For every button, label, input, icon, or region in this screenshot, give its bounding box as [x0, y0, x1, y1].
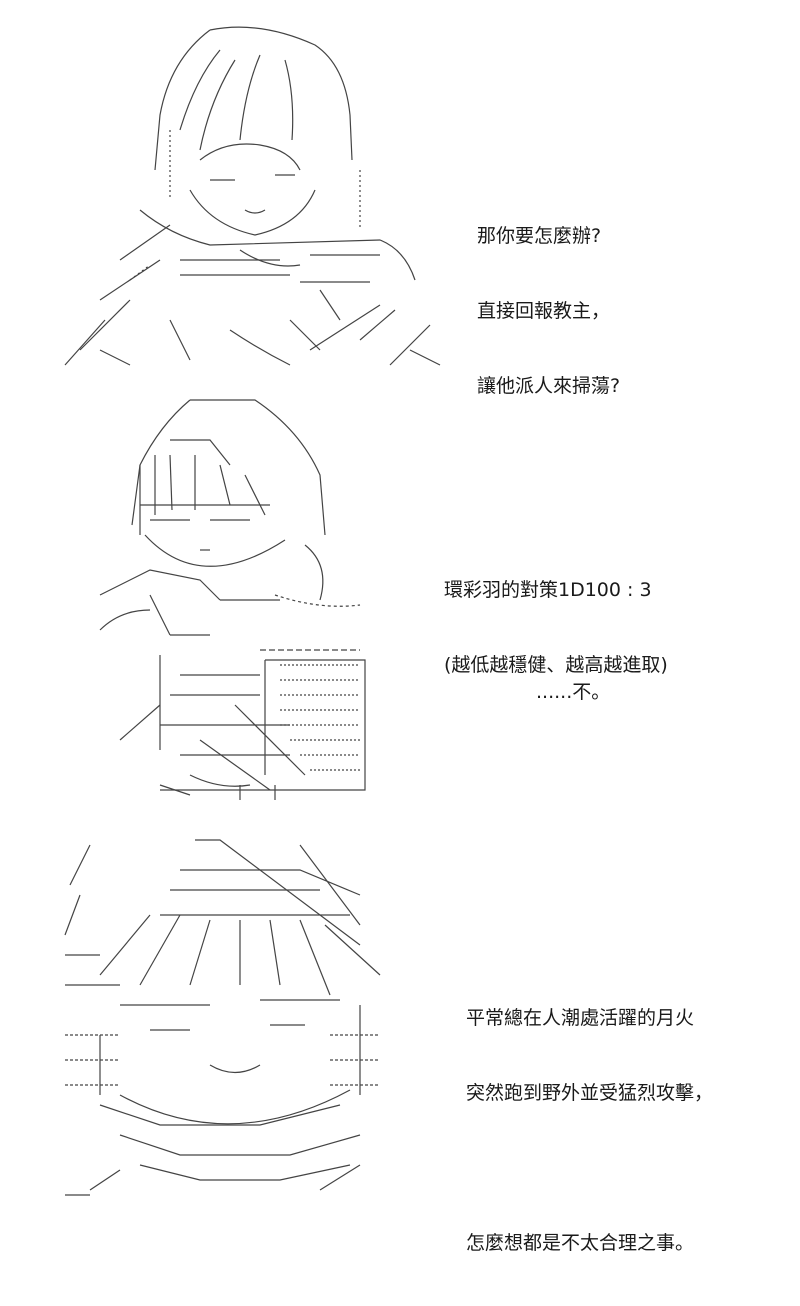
- dialogue-line: 平常總在人潮處活躍的月火: [466, 1007, 695, 1029]
- aside-caption: ......不。: [536, 630, 610, 755]
- dialogue-line: 怎麼想都是不太合理之事。: [466, 1232, 695, 1254]
- caption-gap: [466, 1156, 713, 1181]
- dialogue-line: 突然跑到野外並受猛烈攻擊，: [466, 1082, 714, 1104]
- panel-2: 環彩羽的對策1D100 : 3 (越低越穩健、越高越進取) ......不。: [0, 390, 800, 820]
- dialogue-line: 那你要怎麼辦?: [477, 225, 602, 247]
- dialogue-line: 讓他派人來掃蕩?: [477, 375, 621, 397]
- ascii-art-girl-long-hair-icon: [60, 20, 450, 370]
- dialogue-line: 直接回報教主，: [477, 300, 611, 322]
- dialogue-line: 環彩羽的對策1D100 : 3: [444, 579, 652, 601]
- panel-3: 平常總在人潮處活躍的月火 突然跑到野外並受猛烈攻擊， 怎麼想都是不太合理之事。: [0, 820, 800, 1254]
- dialogue-line: (越低越穩健、越高越進取): [444, 654, 668, 676]
- panel-1: 那你要怎麼辦? 直接回報教主， 讓他派人來掃蕩?: [0, 0, 800, 397]
- dice-roll-caption: 環彩羽的對策1D100 : 3 (越低越穩健、越高越進取): [444, 528, 668, 728]
- ascii-art-girl-closeup-icon: [60, 835, 400, 1200]
- dialogue-line: ......不。: [536, 681, 611, 703]
- dialogue-caption-1: 那你要怎麼辦? 直接回報教主， 讓他派人來掃蕩?: [477, 174, 620, 449]
- narration-caption: 平常總在人潮處活躍的月火 突然跑到野外並受猛烈攻擊， 怎麼想都是不太合理之事。: [466, 956, 713, 1306]
- ascii-art-girl-hooded-icon: [60, 395, 370, 805]
